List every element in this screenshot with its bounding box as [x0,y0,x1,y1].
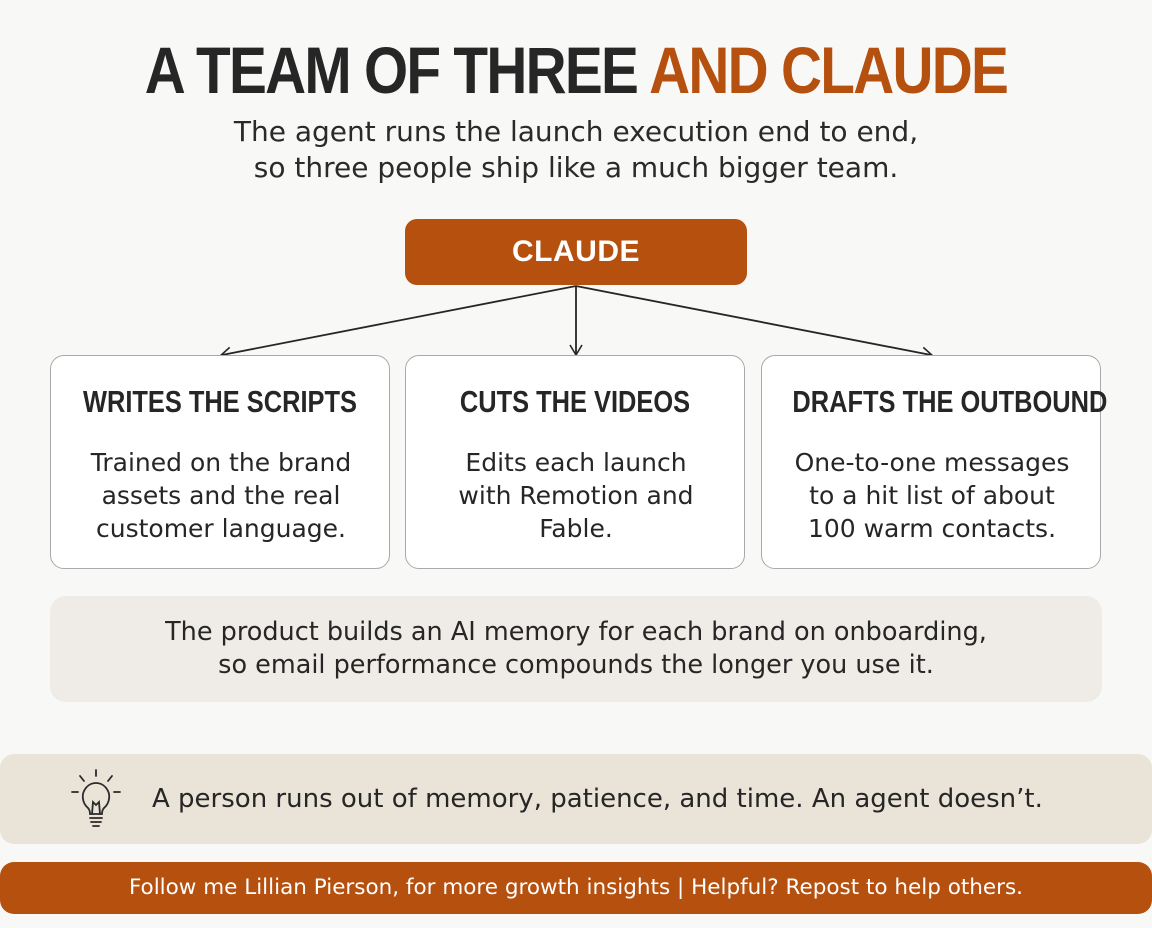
claude-hub: CLAUDE [405,219,747,285]
page-title: A TEAM OF THREE AND CLAUDE [81,30,1072,110]
note-line-2: so email performance compounds the longe… [218,650,934,680]
title-accent-part: AND CLAUDE [649,33,1009,107]
card-line: with Remotion and [458,481,694,510]
card-writes-scripts: WRITES THE SCRIPTS Trained on the brand … [50,355,390,569]
insight-banner: A person runs out of memory, patience, a… [0,754,1152,844]
note-line-1: The product builds an AI memory for each… [165,617,987,647]
card-description: Edits each launch with Remotion and Fabl… [416,446,736,545]
card-line: Fable. [539,514,613,543]
card-line: customer language. [95,514,346,543]
title-dark-part: A TEAM OF THREE [144,33,639,107]
card-title: CUTS THE VIDEOS [459,384,691,419]
insight-text: A person runs out of memory, patience, a… [152,784,1043,814]
arrow-to-outbound [575,285,934,360]
card-title: DRAFTS THE OUTBOUND [792,384,1108,419]
subtitle-line-2: so three people ship like a much bigger … [253,151,899,184]
card-description: Trained on the brand assets and the real… [61,446,381,545]
footer-cta: Follow me Lillian Pierson, for more grow… [0,862,1152,914]
card-drafts-outbound: DRAFTS THE OUTBOUND One-to-one messages … [761,355,1108,569]
card-line: 100 warm contacts. [807,514,1057,543]
card-line: Edits each launch [465,448,687,477]
card-cuts-videos: CUTS THE VIDEOS Edits each launch with R… [405,355,745,569]
page-subtitle: The agent runs the launch execution end … [0,114,1152,186]
card-line: to a hit list of about [809,481,1055,510]
card-line: Trained on the brand [90,448,352,477]
subtitle-line-1: The agent runs the launch execution end … [233,115,919,148]
card-title: WRITES THE SCRIPTS [82,384,357,419]
card-line: One-to-one messages [794,448,1070,477]
lightbulb-icon [71,769,121,827]
card-description: One-to-one messages to a hit list of abo… [772,446,1092,545]
memory-note: The product builds an AI memory for each… [50,596,1102,702]
card-line: assets and the real [101,481,341,510]
arrow-to-scripts [219,285,577,360]
